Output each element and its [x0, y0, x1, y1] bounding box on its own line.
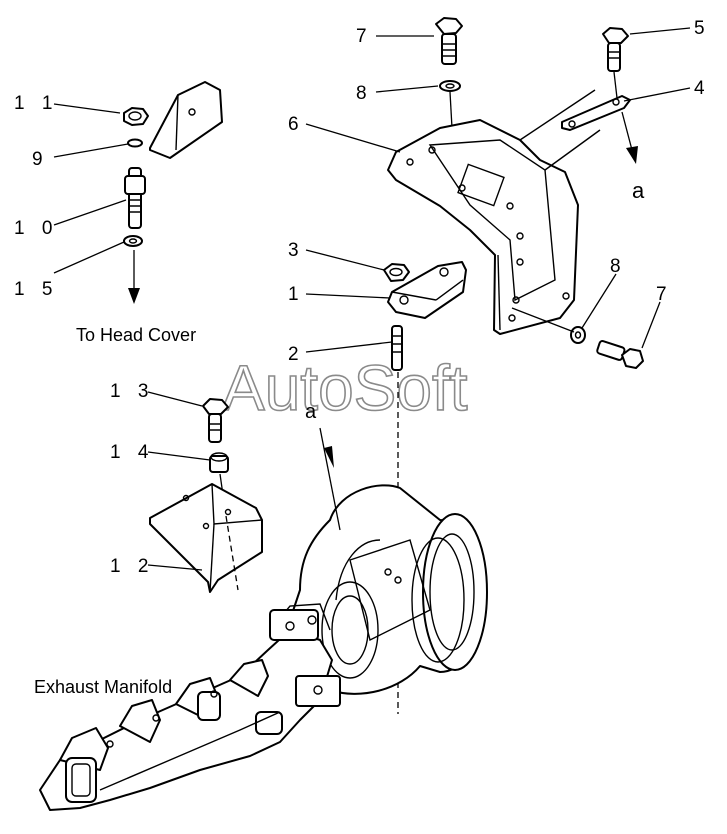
spacer-14 [209, 452, 229, 473]
arrow-view-a-mid [324, 446, 334, 468]
plate-4 [561, 95, 631, 131]
arrow-view-a-top [626, 146, 638, 164]
stud-2 [391, 325, 403, 371]
callout-7-bottom: 7 [656, 284, 673, 305]
callout-11: 1 1 [14, 93, 58, 114]
exhaust-manifold [39, 603, 341, 811]
callout-14: 1 4 [110, 442, 154, 463]
washer-8-bottom [570, 326, 586, 344]
callout-8-bottom: 8 [610, 256, 627, 277]
callout-12: 1 2 [110, 556, 154, 577]
bracket-1 [387, 261, 467, 319]
arrow-to-head-cover [128, 288, 140, 304]
turbocharger [288, 484, 488, 695]
callout-3: 3 [288, 240, 305, 261]
callout-1: 1 [288, 284, 305, 305]
callout-15: 1 5 [14, 279, 58, 300]
bolt-13 [202, 398, 229, 443]
cover-12 [149, 483, 263, 593]
bolt-7-bottom [596, 340, 644, 369]
bolt-7-top [435, 17, 463, 65]
nut-3 [383, 263, 410, 282]
support-bracket-6 [387, 89, 601, 335]
heat-shield-bracket-9 [149, 81, 223, 159]
washer-15 [123, 235, 143, 247]
washer-under-nut [127, 138, 143, 148]
callout-7-top: 7 [356, 26, 373, 47]
bolt-5 [602, 27, 629, 72]
label-to-head-cover: To Head Cover [76, 325, 196, 345]
nut-11 [123, 107, 149, 126]
callout-4: 4 [694, 78, 711, 99]
washer-8-top [439, 80, 461, 92]
callout-5: 5 [694, 18, 711, 39]
callout-13: 1 3 [110, 381, 154, 402]
label-view-a-top: a [632, 178, 645, 203]
label-exhaust-manifold: Exhaust Manifold [34, 677, 172, 697]
stud-10 [124, 167, 146, 229]
callout-10: 1 0 [14, 218, 58, 239]
callout-2: 2 [288, 344, 305, 365]
autosoft-watermark: AutoSoft [222, 352, 468, 424]
callout-8-top: 8 [356, 83, 373, 104]
callout-9: 9 [32, 149, 49, 170]
label-view-a-mid: a [305, 401, 317, 423]
callout-6: 6 [288, 114, 305, 135]
